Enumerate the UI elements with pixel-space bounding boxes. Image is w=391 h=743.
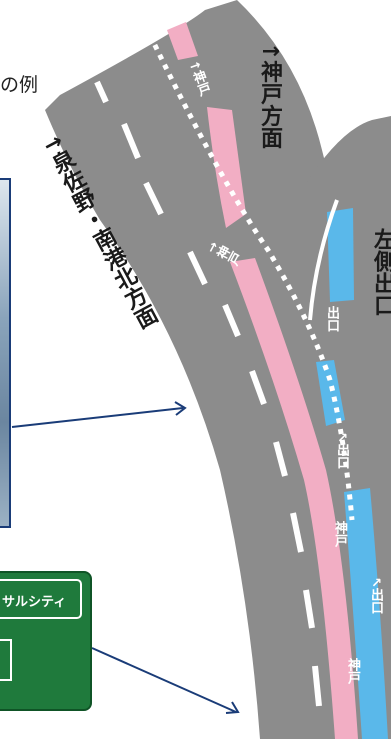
lane-marking-exit-2: ↖出口 <box>334 432 349 469</box>
guide-sign-text: サルシティ <box>2 595 67 610</box>
main-road <box>45 0 391 739</box>
photo-thumbnail <box>0 178 11 528</box>
edge-line <box>308 199 339 321</box>
pink-lane-lower <box>230 258 358 739</box>
guide-sign-lower-panel <box>0 639 12 681</box>
lane-dashes <box>94 80 322 707</box>
label-kobe-direction: ↑神戸方面 <box>257 42 282 149</box>
lane-marking-kobe-3: 神戸 <box>332 521 347 547</box>
guide-sign-upper-panel: サルシティ <box>0 579 82 619</box>
pointer-arrows <box>11 401 240 714</box>
pink-lane-middle <box>207 107 246 228</box>
pink-lane-top <box>167 22 198 60</box>
lane-marking-kobe-4: 神戸 <box>345 658 360 684</box>
blue-lane-top <box>327 208 354 302</box>
label-right-exit-edge: 左側出口 <box>370 228 391 316</box>
caption-text: の例 <box>0 74 39 96</box>
blue-lane-lower <box>344 488 388 739</box>
lane-marking-exit-1: 出口 <box>324 306 339 332</box>
dotted-divider <box>147 33 355 521</box>
lane-marking-exit-3: ↖出口 <box>368 577 383 614</box>
guide-sign: サルシティ <box>0 571 92 711</box>
